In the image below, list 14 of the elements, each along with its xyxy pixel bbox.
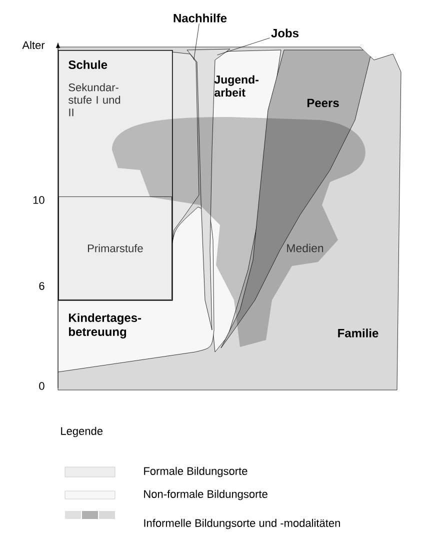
axis-label: Alter: [22, 40, 45, 50]
tick-label: 6: [39, 282, 44, 290]
leader-line: [194, 23, 200, 60]
legend-title: Legende: [61, 426, 103, 438]
stage-box: Primarstufe: [58, 196, 172, 300]
tick-label: 0: [39, 382, 44, 390]
tick-label: 10: [33, 196, 44, 204]
legend-text: Informelle Bildungsorte und -modalitäten: [144, 518, 340, 530]
legend-text: Non-formale Bildungsorte: [144, 490, 268, 500]
leader-line: [217, 38, 270, 56]
legend-text: Formale Bildungsorte: [144, 466, 248, 478]
stage-text: Sekundar- stufe I und II: [68, 83, 120, 116]
area-label: Nachhilfe: [174, 14, 227, 22]
area-label: Jobs: [271, 28, 298, 38]
